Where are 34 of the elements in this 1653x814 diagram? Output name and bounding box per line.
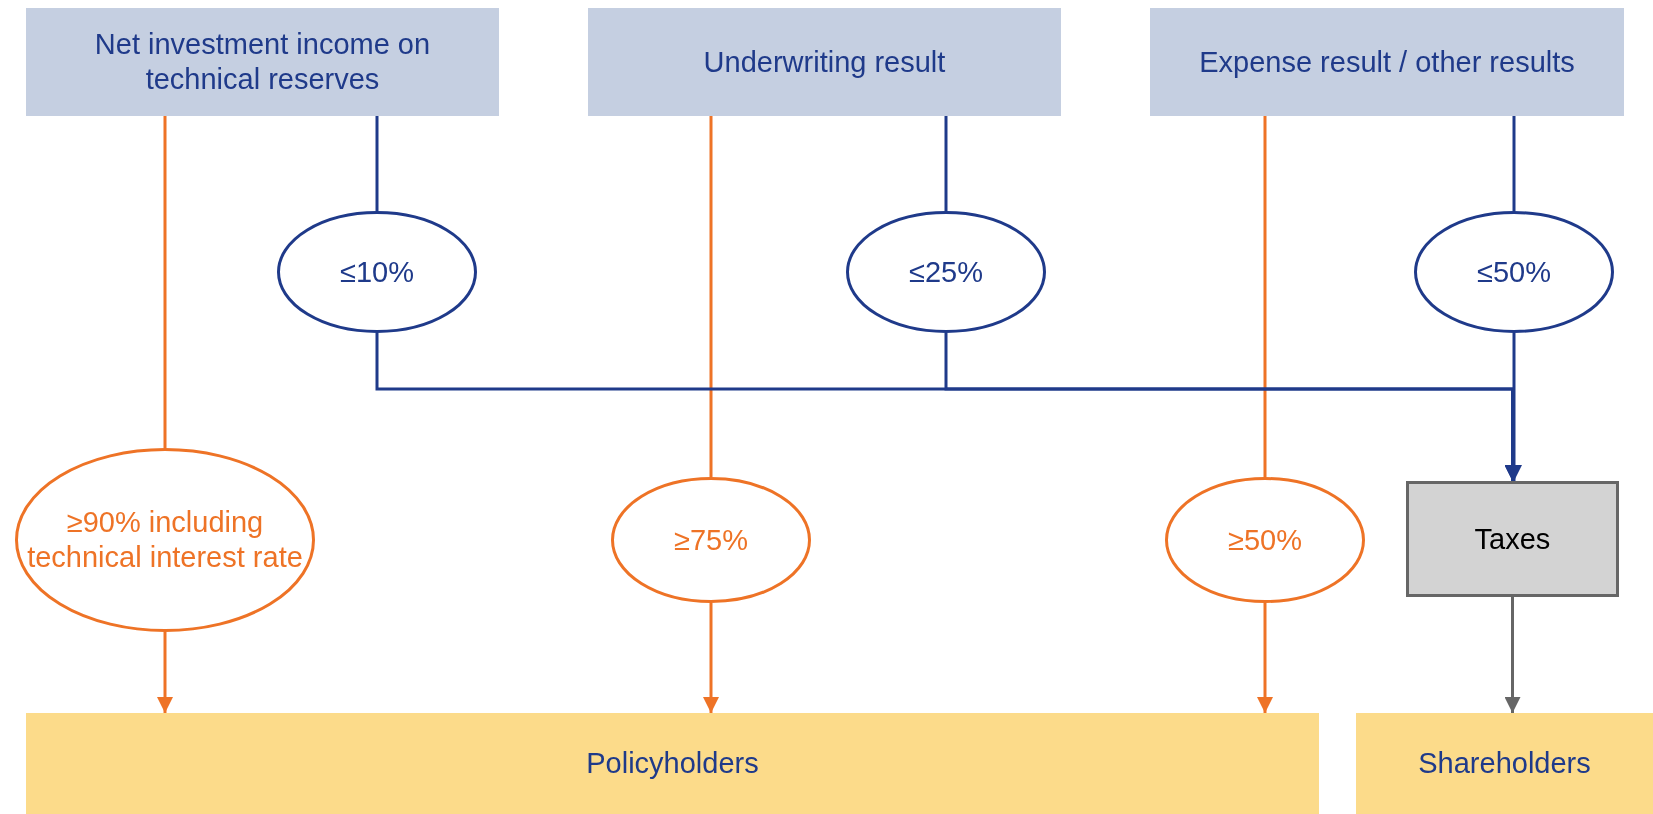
percentage-ellipse	[15, 448, 315, 632]
connector-line	[709, 116, 713, 477]
node-label: ≤50%	[1476, 254, 1552, 290]
percentage-ellipse	[1414, 211, 1614, 333]
taxes-box	[1406, 481, 1619, 597]
percentage-ellipse	[611, 477, 811, 603]
node-label: ≥50%	[1227, 522, 1303, 558]
connector-line	[944, 116, 948, 211]
connector-line	[1263, 116, 1267, 477]
arrow	[1257, 603, 1273, 713]
heading-box	[588, 8, 1061, 116]
node-label: ≤10%	[339, 254, 415, 290]
node-label: Shareholders	[1417, 746, 1592, 781]
arrow	[1504, 597, 1521, 713]
recipient-bar	[26, 713, 1319, 814]
connector-line	[163, 116, 167, 448]
recipient-bar	[1356, 713, 1653, 814]
arrow	[703, 603, 719, 713]
percentage-ellipse	[1165, 477, 1365, 603]
node-label: ≥90% including technical interest rate	[26, 505, 304, 575]
connector-line	[1512, 116, 1516, 211]
percentage-ellipse	[846, 211, 1046, 333]
arrow	[157, 632, 173, 713]
connector-line	[375, 116, 379, 211]
node-label: Underwriting result	[702, 44, 947, 80]
heading-box	[26, 8, 499, 116]
node-label: Policyholders	[585, 746, 760, 781]
node-label: Net investment income on technical reserves	[93, 27, 432, 97]
node-label: ≥75%	[673, 522, 749, 558]
node-label: ≤25%	[908, 254, 984, 290]
node-label: Expense result / other results	[1198, 44, 1576, 80]
node-label: Taxes	[1473, 521, 1552, 557]
percentage-ellipse	[277, 211, 477, 333]
heading-box	[1150, 8, 1624, 116]
